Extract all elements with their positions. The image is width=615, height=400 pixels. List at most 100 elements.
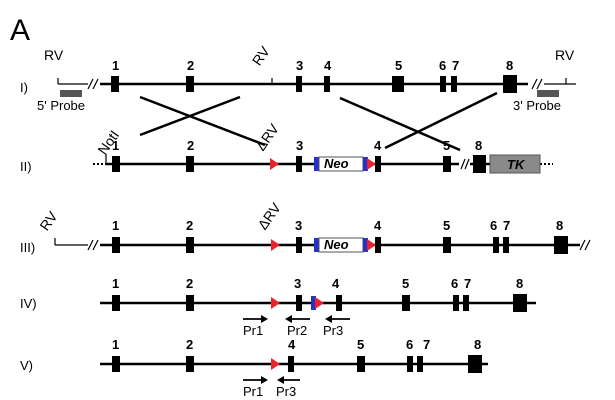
- exon-number: 8: [506, 58, 513, 73]
- crossover-line: [384, 91, 498, 150]
- probe-3-prime: [537, 90, 559, 97]
- loxp-site-icon: [367, 158, 376, 170]
- exon-block: [392, 76, 404, 92]
- row-3-break-mark-left-b: [92, 239, 99, 251]
- exon-block: [112, 237, 120, 253]
- exon-number: 3: [296, 58, 303, 73]
- exon-number: 1: [112, 138, 119, 153]
- exon-number: 7: [452, 58, 459, 73]
- exon-block: [375, 156, 381, 172]
- exon-block: [112, 356, 120, 372]
- primer-label-pr1: Pr1: [243, 323, 263, 338]
- exon-block: [417, 356, 423, 372]
- exon-block: [296, 237, 302, 253]
- row-1-break-mark-left-b: [92, 78, 99, 90]
- exon-number: 1: [112, 276, 119, 291]
- exon-number: 6: [406, 337, 413, 352]
- exon-block: [513, 294, 527, 312]
- primer-arrow-pr3-head: [325, 315, 332, 323]
- row-label-3: III): [20, 240, 35, 255]
- exon-block: [554, 236, 568, 254]
- row-label-2: II): [20, 159, 32, 174]
- exon-block: [112, 156, 120, 172]
- frt-site-icon: [314, 157, 319, 171]
- row-2-targeting-vector: II) NotI ΔRV Neo TK 1 2 3 4 5 8: [20, 120, 553, 174]
- site-label-rv-right: RV: [555, 47, 575, 63]
- exon-block: [296, 156, 302, 172]
- exon-block: [186, 295, 194, 311]
- frt-site-icon: [311, 296, 316, 310]
- exon-block: [443, 156, 451, 172]
- row-3-break-mark-right-b: [584, 239, 591, 251]
- exon-number: 1: [112, 337, 119, 352]
- primer-label-pr2: Pr2: [287, 323, 307, 338]
- probe-label-3-prime: 3' Probe: [513, 98, 561, 113]
- primer-arrow-pr1-head: [261, 376, 268, 384]
- tk-cassette-label: TK: [507, 157, 526, 172]
- probe-label-5-prime: 5' Probe: [37, 98, 85, 113]
- row-3-break-mark-left-a: [87, 239, 94, 251]
- exon-block: [473, 155, 486, 173]
- tk-cassette: [489, 154, 541, 174]
- homologous-recombination-crosses: [139, 91, 498, 152]
- row-label-4: IV): [20, 296, 37, 311]
- row-4-flp-excised-allele: IV) 1 2 3 4 5 6 7 8 Pr1 Pr2 Pr3: [20, 276, 536, 338]
- site-label-rv-left: RV: [44, 47, 64, 63]
- loxp-site-icon: [367, 239, 376, 251]
- exon-block: [296, 295, 302, 311]
- exon-block: [186, 156, 194, 172]
- exon-number: 3: [296, 138, 303, 153]
- row-5-cre-deleted-allele: V) 1 2 4 5 6 7 8 Pr1 Pr3: [20, 337, 488, 399]
- neo-cassette-label: Neo: [324, 237, 349, 252]
- exon-number: 4: [374, 218, 382, 233]
- exon-number: 2: [186, 276, 193, 291]
- exon-block: [324, 76, 330, 92]
- crossover-line: [139, 95, 266, 147]
- crossover-line: [339, 96, 461, 152]
- exon-block: [288, 356, 294, 372]
- primer-label-pr3: Pr3: [323, 323, 343, 338]
- frt-site-icon: [363, 238, 368, 252]
- primer-label-pr3: Pr3: [276, 384, 296, 399]
- frt-site-icon: [363, 157, 368, 171]
- site-label-rv: RV: [36, 208, 60, 233]
- exon-number: 5: [357, 337, 364, 352]
- probe-5-prime: [60, 90, 82, 97]
- exon-number: 2: [187, 138, 194, 153]
- loxp-site-icon: [271, 239, 280, 251]
- exon-block: [186, 237, 194, 253]
- exon-block: [375, 237, 381, 253]
- primer-arrow-pr1-head: [261, 315, 268, 323]
- exon-block: [186, 76, 194, 92]
- row-2-break-mark-a: [460, 158, 466, 170]
- exon-block: [296, 76, 302, 92]
- exon-number: 2: [187, 58, 194, 73]
- row-1-break-mark-right-b: [536, 78, 543, 90]
- primer-label-pr1: Pr1: [243, 384, 263, 399]
- crossover-line: [139, 95, 241, 137]
- exon-block: [186, 356, 194, 372]
- exon-number: 7: [423, 337, 430, 352]
- neo-cassette-label: Neo: [324, 156, 349, 171]
- exon-number: 8: [475, 138, 482, 153]
- exon-block: [112, 295, 120, 311]
- exon-block: [336, 295, 342, 311]
- exon-block: [493, 237, 499, 253]
- row-3-targeted-allele: III) RV ΔRV Neo 1 2 3 4 5 6 7 8: [20, 199, 591, 255]
- loxp-site-icon: [271, 297, 280, 309]
- panel-label: A: [10, 14, 30, 47]
- loxp-site-icon: [271, 358, 280, 370]
- loxp-site-icon: [315, 297, 324, 309]
- row-1-wildtype-allele: I) RV RV RV 1 2 3 4 5 6 7 8 5' Probe 3' …: [20, 43, 576, 113]
- exon-number: 5: [443, 218, 450, 233]
- row-1-break-mark-left-a: [87, 78, 94, 90]
- exon-number: 8: [556, 218, 563, 233]
- row-2-break-mark-b: [464, 158, 470, 170]
- exon-block: [451, 76, 457, 92]
- exon-number: 5: [395, 58, 402, 73]
- exon-block: [402, 295, 410, 311]
- exon-block: [111, 76, 119, 92]
- loxp-site-icon: [270, 158, 279, 170]
- primer-arrow-pr2-head: [285, 315, 292, 323]
- exon-number: 4: [374, 138, 382, 153]
